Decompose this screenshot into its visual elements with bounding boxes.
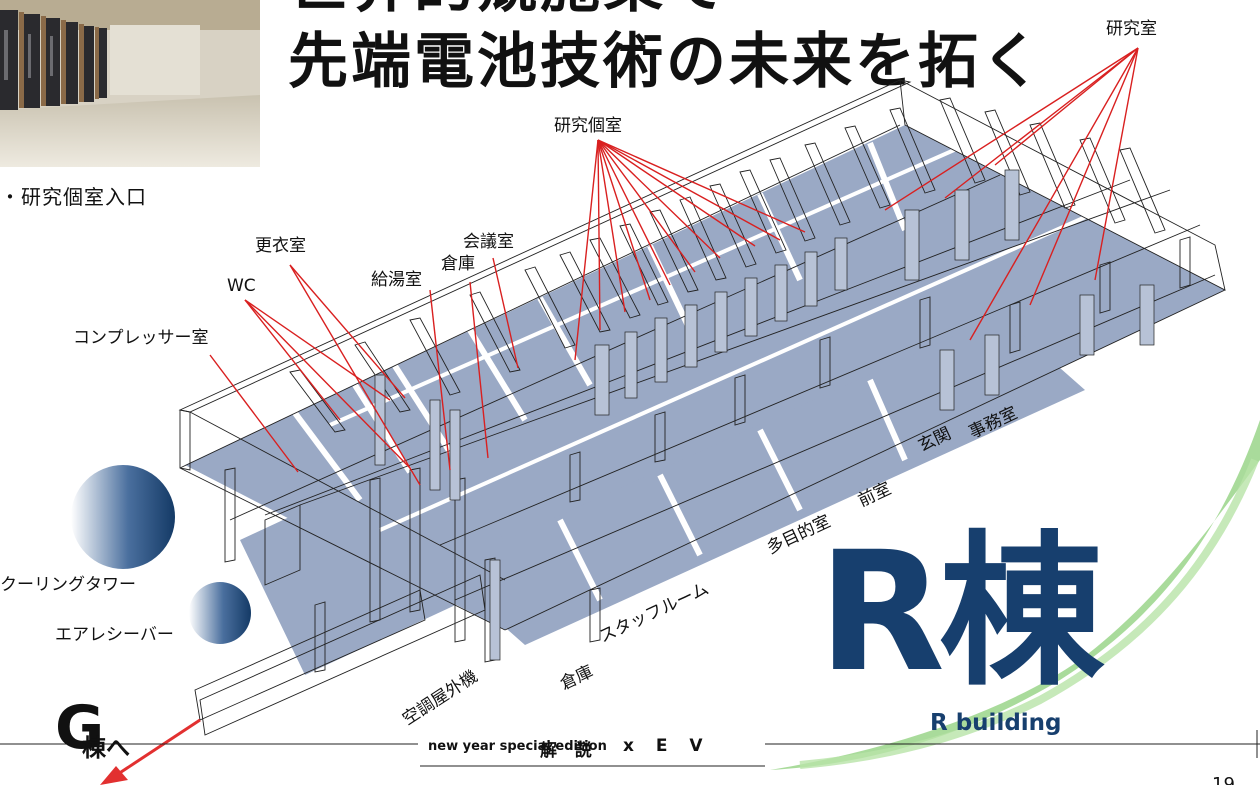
headline-line-2: 先端電池技術の未来を拓く	[288, 27, 1044, 97]
g-building-letter: G	[55, 693, 105, 763]
footer-rule	[0, 730, 1260, 767]
label-research-private-room: 研究個室	[554, 116, 622, 136]
footer-kaisetsu: 解 説	[540, 741, 598, 761]
cooling-tower-sphere	[71, 465, 175, 569]
footer-edition: new year special edition	[428, 739, 607, 754]
photo-caption: ・研究個室入口	[0, 185, 147, 209]
building-title: R棟	[818, 516, 1104, 708]
page-number-fragment: 19	[1212, 774, 1235, 785]
g-building-direction: 棟へ	[82, 734, 130, 762]
room-partitions	[224, 97, 1191, 673]
leader-lines	[209, 47, 1139, 486]
thick-partition-blocks	[374, 169, 1155, 661]
label-kitchenette: 給湯室	[371, 270, 422, 290]
footer-xev: x E V	[623, 736, 711, 756]
headline-line-1: 世界的競施策で	[288, 0, 729, 16]
label-meeting-room: 会議室	[463, 232, 514, 252]
label-research-room: 研究室	[1106, 19, 1157, 39]
air-receiver-sphere	[189, 582, 251, 644]
label-storage-top: 倉庫	[441, 254, 475, 274]
g-building-arrow	[100, 718, 201, 785]
building-title-english: R building	[930, 710, 1062, 736]
label-wc: WC	[227, 276, 256, 296]
label-cooling-tower: クーリングタワー	[0, 575, 136, 595]
label-changing-room: 更衣室	[255, 236, 306, 256]
corridor-photo	[0, 0, 260, 167]
green-swoosh	[770, 420, 1260, 770]
label-air-receiver: エアレシーバー	[55, 625, 174, 645]
label-compressor-room: コンプレッサー室	[73, 328, 209, 348]
